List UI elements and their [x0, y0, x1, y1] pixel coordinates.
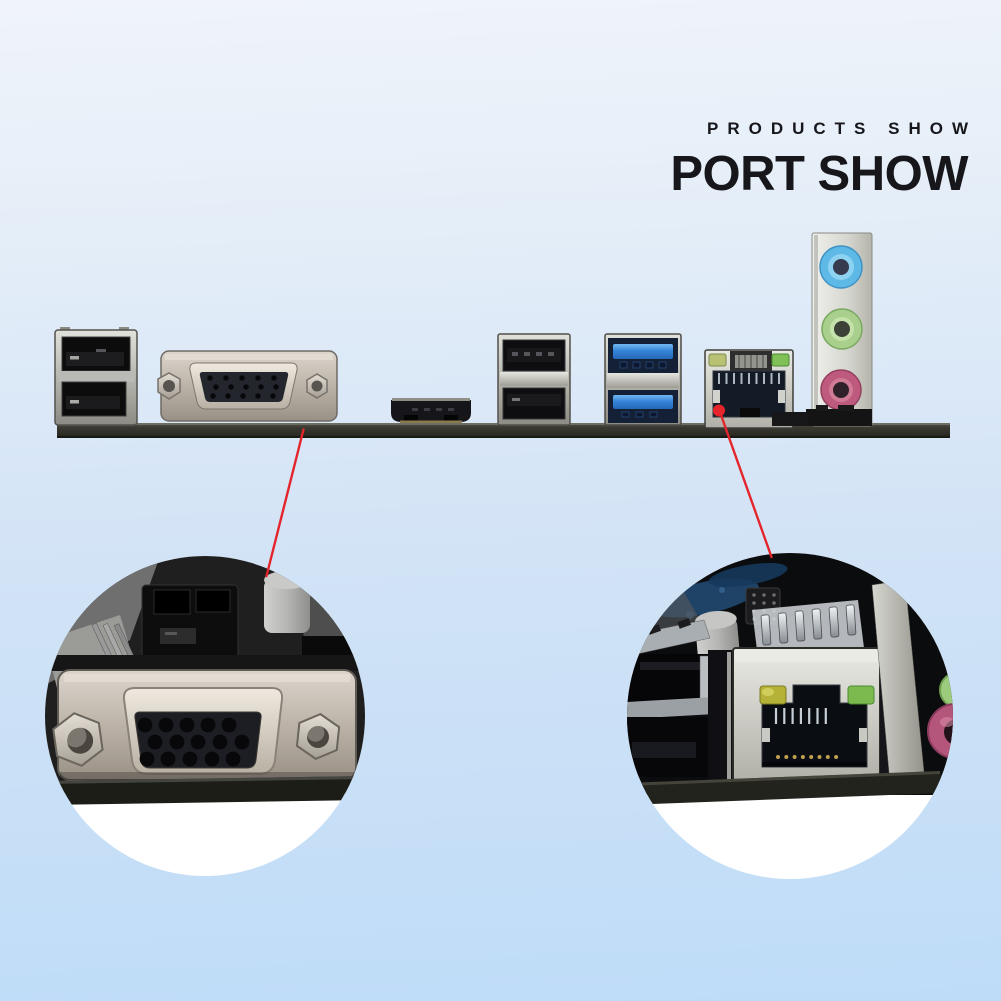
red-dot-marker — [713, 404, 725, 417]
vga-closeup-photo — [45, 556, 365, 805]
lan-led-green — [847, 685, 875, 705]
vga-port — [157, 350, 338, 422]
usb2-ports-left — [54, 327, 138, 426]
hdmi-port — [391, 398, 471, 423]
products-show-label: PRODUCTS SHOW — [707, 119, 977, 138]
port-show-title: PORT SHOW — [670, 147, 968, 201]
line-out-jack-green — [821, 308, 863, 350]
lan-closeup-photo — [627, 553, 953, 805]
usb2-ports-middle — [497, 333, 571, 426]
vga-screw-right-closeup — [295, 712, 341, 761]
audio-jacks-panel — [772, 232, 873, 427]
line-out-jack-partial — [939, 672, 953, 708]
capacitor — [264, 571, 310, 633]
board-edge-closeup-left — [45, 776, 365, 805]
usb-ports-closeup — [627, 618, 716, 777]
vga-closeup-callout — [45, 556, 365, 876]
lan-callout-line — [713, 404, 773, 559]
usb3-ports — [604, 333, 682, 426]
solder-pins — [760, 604, 857, 646]
lan-led-yellow — [759, 685, 787, 705]
lan-port-closeup — [732, 647, 881, 783]
vga-screw-right — [306, 373, 328, 399]
line-in-jack-blue — [819, 245, 863, 289]
vga-port-closeup — [52, 669, 357, 781]
vga-screw-left — [157, 372, 181, 400]
mic-jack-closeup — [927, 703, 953, 759]
header-pins — [91, 622, 136, 663]
mic-jack-pink — [820, 369, 862, 411]
board-edge-closeup-right — [627, 771, 943, 805]
vga-screw-left-closeup — [52, 712, 104, 767]
lan-closeup-callout — [627, 553, 953, 879]
lan-port — [704, 349, 794, 429]
power-connector-block — [141, 584, 239, 662]
vga-callout-line — [265, 428, 305, 578]
header: PRODUCTS SHOW PORT SHOW — [670, 0, 968, 199]
